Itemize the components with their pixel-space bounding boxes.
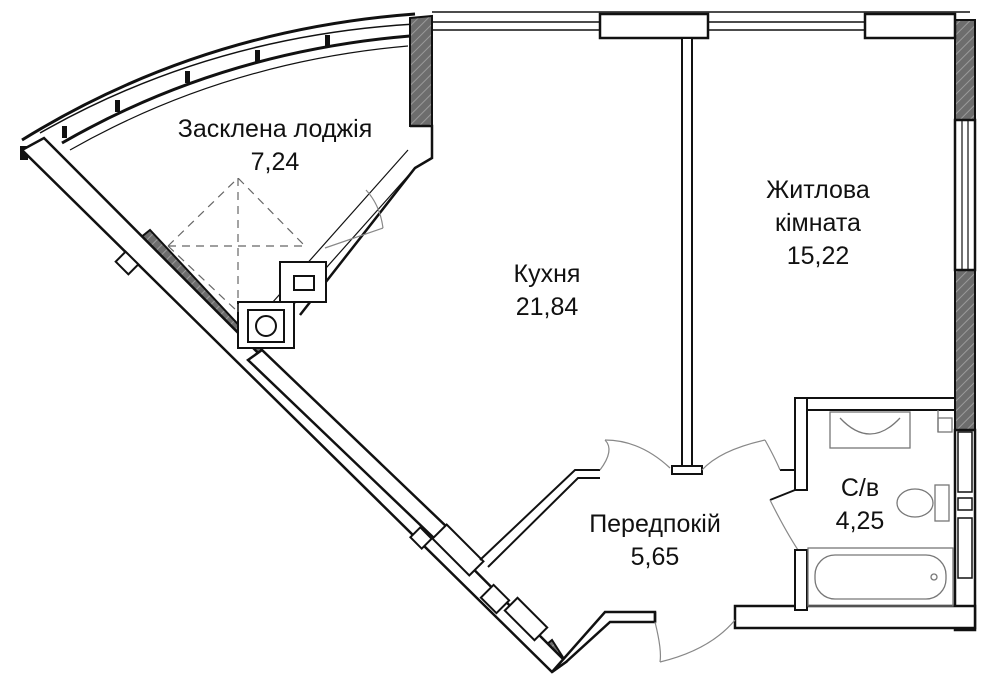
diagonal-wall-windows (114, 250, 549, 642)
bathroom-walls (794, 397, 956, 611)
hallway-area: 5,65 (630, 543, 680, 571)
kitchen-living-partition (671, 37, 703, 475)
loggia-door (324, 189, 384, 249)
hallway-label: Передпокій 5,65 (589, 508, 721, 574)
right-wall-windows (961, 120, 969, 270)
bathroom-area: 4,25 (835, 507, 885, 535)
living-room-name-line1: Житлова (766, 176, 870, 204)
bathroom-window-frames (957, 431, 973, 579)
bathroom-fixtures (807, 410, 954, 607)
loggia-curved-wall (21, 12, 416, 151)
bathroom-label: С/в 4,25 (836, 472, 885, 538)
loggia-area: 7,24 (250, 148, 300, 176)
kitchen-name: Кухня (513, 260, 581, 288)
living-room-name-line2: кімната (775, 209, 861, 237)
loggia-name: Засклена лоджія (177, 115, 373, 143)
living-room-label: Житлова кімната 15,22 (766, 174, 870, 273)
hallway-door-swings (599, 439, 799, 663)
hallway-name: Передпокій (589, 510, 721, 538)
loggia-dashed-lines (167, 177, 306, 313)
ventilation-shaft (237, 261, 327, 349)
loggia-label: Засклена лоджія 7,24 (178, 113, 373, 179)
living-room-area: 15,22 (786, 242, 850, 270)
kitchen-area: 21,84 (515, 293, 579, 321)
kitchen-label: Кухня 21,84 (514, 258, 581, 324)
partition-walls (19, 12, 977, 674)
bathroom-name: С/в (840, 474, 880, 502)
